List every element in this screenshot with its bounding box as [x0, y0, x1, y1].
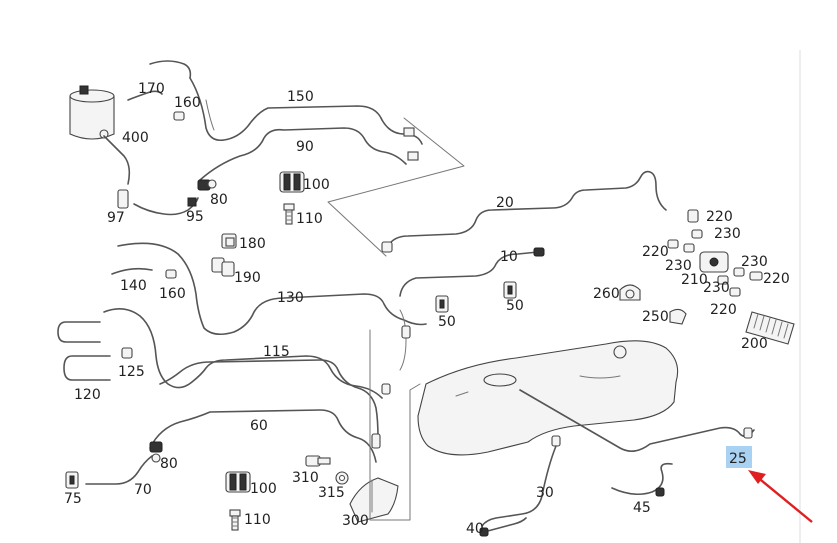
clip-75[interactable]	[65, 471, 79, 489]
label-115[interactable]: 115	[263, 344, 290, 360]
label-50a[interactable]: 50	[438, 314, 456, 330]
pointer-arrow	[748, 470, 813, 523]
bolt-110-top[interactable]	[283, 203, 295, 225]
label-260[interactable]: 260	[593, 286, 620, 302]
label-190[interactable]: 190	[234, 270, 261, 286]
label-230a[interactable]: 230	[714, 226, 741, 242]
label-90[interactable]: 90	[296, 139, 314, 155]
clip-97[interactable]	[117, 189, 129, 209]
part-250[interactable]	[669, 308, 687, 325]
fuel-line-130[interactable]	[103, 308, 411, 399]
label-300[interactable]: 300	[342, 513, 369, 529]
label-200[interactable]: 200	[741, 336, 768, 352]
valve-100-top[interactable]	[279, 171, 305, 193]
label-20[interactable]: 20	[496, 195, 514, 211]
clip-50a[interactable]	[435, 295, 449, 313]
label-250[interactable]: 250	[642, 309, 669, 325]
washer-315[interactable]	[335, 471, 349, 485]
label-220c[interactable]: 220	[763, 271, 790, 287]
bolt-310[interactable]	[305, 455, 331, 467]
label-100a[interactable]: 100	[303, 177, 330, 193]
label-220a[interactable]: 220	[706, 209, 733, 225]
clamp-160-left[interactable]	[165, 269, 177, 279]
fuel-line-30[interactable]	[481, 445, 557, 527]
label-400[interactable]: 400	[122, 130, 149, 146]
label-80a[interactable]: 80	[210, 192, 228, 208]
label-110a[interactable]: 110	[296, 211, 323, 227]
bolt-110-bottom[interactable]	[229, 509, 241, 531]
fuel-line-40[interactable]	[479, 517, 527, 537]
hose-45[interactable]	[611, 462, 673, 497]
part-260[interactable]	[619, 284, 641, 301]
label-30[interactable]: 30	[536, 485, 554, 501]
label-230b[interactable]: 230	[665, 258, 692, 274]
fuel-line-20[interactable]	[381, 170, 699, 253]
hose-170[interactable]	[127, 60, 192, 101]
label-60[interactable]: 60	[250, 418, 268, 434]
label-97[interactable]: 97	[107, 210, 125, 226]
label-230c[interactable]: 230	[741, 254, 768, 270]
clip-50b[interactable]	[503, 281, 517, 299]
fuel-line-150[interactable]	[189, 77, 423, 145]
label-230d[interactable]: 230	[703, 280, 730, 296]
label-180[interactable]: 180	[239, 236, 266, 252]
label-10[interactable]: 10	[500, 249, 518, 265]
label-150[interactable]: 150	[287, 89, 314, 105]
clamp-125[interactable]	[121, 347, 133, 359]
label-125[interactable]: 125	[118, 364, 145, 380]
label-160a[interactable]: 160	[174, 95, 201, 111]
part-labels: 10 20 25 30 40 45 50 50 60 70 75 80 80 9…	[64, 81, 790, 537]
label-130[interactable]: 130	[277, 290, 304, 306]
label-170[interactable]: 170	[138, 81, 165, 97]
label-95[interactable]: 95	[186, 209, 204, 225]
fuel-line-10[interactable]	[399, 247, 545, 297]
connector-80-bottom[interactable]	[149, 441, 163, 463]
connector-frame	[327, 117, 465, 257]
label-100b[interactable]: 100	[250, 481, 277, 497]
fuel-line-25[interactable]	[519, 389, 755, 452]
clip-180[interactable]	[221, 233, 237, 249]
fuel-tank[interactable]	[417, 340, 679, 456]
label-220d[interactable]: 220	[710, 302, 737, 318]
connector-80-top[interactable]	[197, 179, 217, 191]
fuel-line-60[interactable]	[149, 409, 381, 463]
valve-100-bottom[interactable]	[225, 471, 251, 493]
hose-140[interactable]	[111, 242, 427, 336]
label-50b[interactable]: 50	[506, 298, 524, 314]
clamp-160-top[interactable]	[173, 111, 185, 121]
fuel-filter-400[interactable]	[69, 85, 131, 185]
label-220b[interactable]: 220	[642, 244, 669, 260]
label-315[interactable]: 315	[318, 485, 345, 501]
valve-210[interactable]	[699, 251, 729, 273]
pipe-120[interactable]	[57, 321, 111, 381]
fittings-220-230[interactable]	[667, 229, 763, 297]
label-75[interactable]: 75	[64, 491, 82, 507]
label-310[interactable]: 310	[292, 470, 319, 486]
fuel-line-90[interactable]	[199, 127, 407, 181]
bracket-300[interactable]	[349, 329, 421, 523]
label-70[interactable]: 70	[134, 482, 152, 498]
label-160b[interactable]: 160	[159, 286, 186, 302]
label-45[interactable]: 45	[633, 500, 651, 516]
label-110b[interactable]: 110	[244, 512, 271, 528]
connector-95[interactable]	[133, 197, 199, 216]
label-25[interactable]: 25	[729, 451, 747, 467]
label-120[interactable]: 120	[74, 387, 101, 403]
fuel-line-115[interactable]	[159, 359, 391, 439]
label-210[interactable]: 210	[681, 272, 708, 288]
highlight-box-25	[726, 446, 752, 468]
clip-190[interactable]	[211, 257, 235, 277]
label-40[interactable]: 40	[466, 521, 484, 537]
label-80b[interactable]: 80	[160, 456, 178, 472]
label-140[interactable]: 140	[120, 278, 147, 294]
fuel-line-70[interactable]	[85, 455, 153, 485]
hose-200[interactable]	[745, 311, 795, 345]
